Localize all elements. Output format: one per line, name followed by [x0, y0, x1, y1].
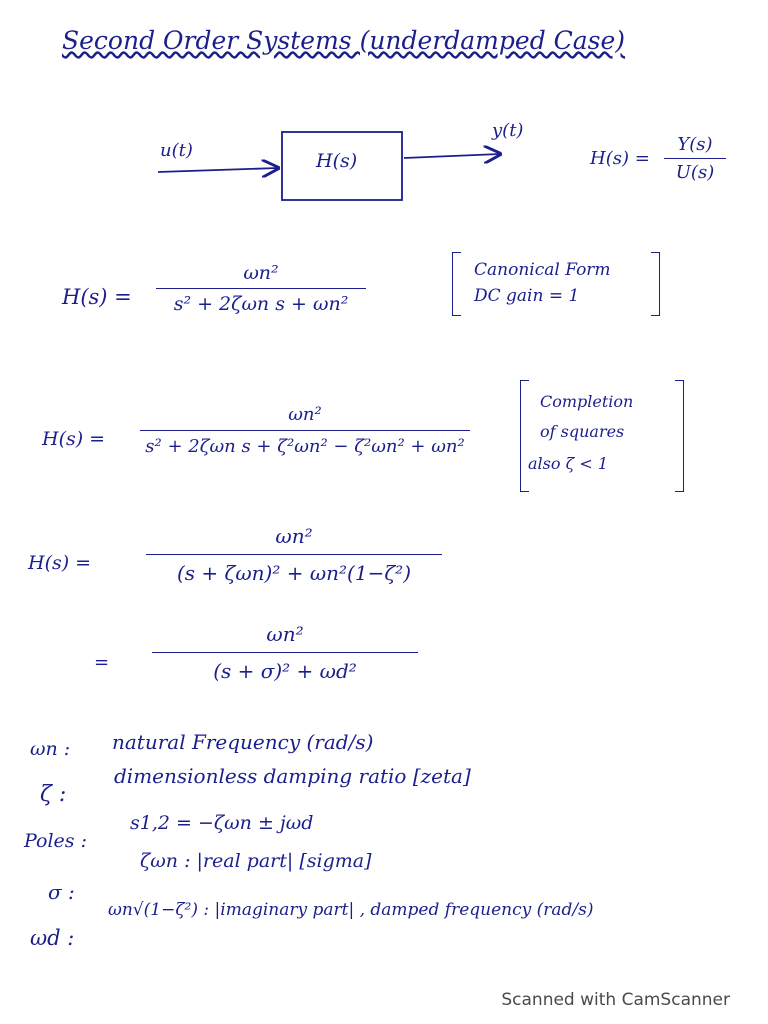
def-text-wn: natural Frequency (rad/s) [112, 730, 374, 754]
eq3-denominator: (s + ζωn)² + ωn²(1−ζ²) [176, 561, 411, 585]
eq4-denominator: (s + σ)² + ωd² [213, 659, 357, 683]
note-line: also ζ < 1 [528, 454, 609, 473]
fraction-bar [152, 652, 418, 653]
def-sym-poles: Poles : [24, 830, 87, 852]
left-bracket [452, 252, 461, 316]
eq3-fraction: ωn² (s + ζωn)² + ωn²(1−ζ²) [146, 524, 442, 585]
tf-numerator: Y(s) [677, 134, 713, 155]
def-text-wd: ωn√(1−ζ²) : |imaginary part| , damped fr… [108, 900, 594, 920]
eq2-lhs: H(s) = [42, 428, 106, 450]
eq4-lhs: = [94, 652, 110, 673]
canonical-form-note: Canonical Form DC gain = 1 [452, 252, 660, 316]
note-line: DC gain = 1 [474, 286, 580, 306]
scanner-watermark: Scanned with CamScanner [501, 990, 730, 1010]
eq4-fraction: ωn² (s + σ)² + ωd² [152, 622, 418, 683]
def-sym-wd: ωd : [30, 926, 75, 950]
note-line: Completion [540, 392, 634, 411]
eq1-denominator: s² + 2ζωn s + ωn² [173, 293, 349, 315]
fraction-bar [156, 288, 366, 289]
eq1-numerator: ωn² [243, 262, 279, 284]
eq3-numerator: ωn² [275, 524, 313, 548]
fraction-bar [664, 158, 726, 159]
output-arrow [403, 154, 500, 158]
note-line: Canonical Form [474, 260, 611, 280]
def-sym-sigma: σ : [48, 880, 75, 904]
tf-denominator: U(s) [675, 162, 715, 183]
def-sym-wn: ωn : [30, 738, 71, 760]
eq1-lhs: H(s) = [62, 285, 132, 309]
completion-note: Completion of squares also ζ < 1 [520, 380, 684, 492]
tf-fraction: Y(s) U(s) [664, 134, 726, 183]
fraction-bar [146, 554, 442, 555]
eq2-denominator: s² + 2ζωn s + ζ²ωn² − ζ²ωn² + ωn² [145, 436, 465, 457]
eq2-numerator: ωn² [288, 404, 322, 425]
def-text-zeta: dimensionless damping ratio [zeta] [114, 764, 471, 788]
output-label: y(t) [492, 120, 524, 141]
note-line: of squares [540, 422, 625, 441]
left-bracket [520, 380, 529, 492]
block-label: H(s) [316, 150, 358, 172]
def-sym-zeta: ζ : [40, 782, 67, 807]
right-bracket [675, 380, 684, 492]
def-text-sigma: ζωn : |real part| [sigma] [140, 850, 372, 872]
right-bracket [651, 252, 660, 316]
input-label: u(t) [160, 140, 193, 161]
input-arrow [157, 168, 278, 172]
eq1-fraction: ωn² s² + 2ζωn s + ωn² [156, 262, 366, 315]
def-text-poles: s1,2 = −ζωn ± jωd [130, 812, 314, 834]
eq2-fraction: ωn² s² + 2ζωn s + ζ²ωn² − ζ²ωn² + ωn² [140, 404, 470, 457]
fraction-bar [140, 430, 470, 431]
eq4-numerator: ωn² [266, 622, 304, 646]
page-title: Second Order Systems (underdamped Case) [62, 26, 626, 55]
tf-lhs: H(s) = [590, 148, 650, 169]
eq3-lhs: H(s) = [28, 552, 92, 574]
transfer-block [281, 131, 403, 201]
